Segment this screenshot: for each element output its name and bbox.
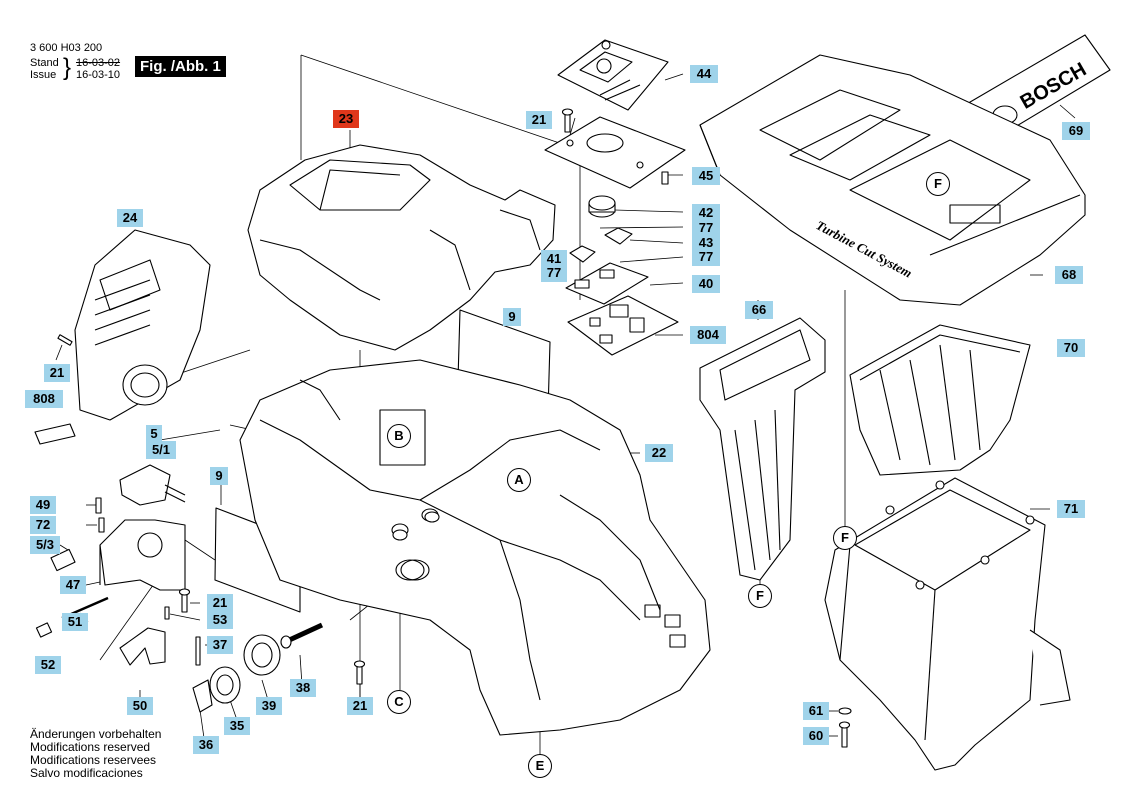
callout-e: E [528, 754, 552, 778]
part-label-9[interactable]: 9 [503, 308, 521, 326]
callout-f: F [926, 172, 950, 196]
part-label-72[interactable]: 72 [30, 516, 56, 534]
part-label-43[interactable]: 43 [692, 234, 720, 252]
part-808-pad [34, 423, 76, 445]
part-label-5-3[interactable]: 5/3 [30, 536, 60, 554]
part-label-51[interactable]: 51 [62, 613, 88, 631]
part-label-42[interactable]: 42 [692, 204, 720, 222]
part-label-52[interactable]: 52 [35, 656, 61, 674]
part-label-39[interactable]: 39 [256, 697, 282, 715]
part-label-66[interactable]: 66 [745, 301, 773, 319]
issue-label: Issue [30, 69, 57, 81]
footer-line-de: Änderungen vorbehalten [30, 727, 162, 741]
stand-date: 16-03-02 [76, 57, 121, 69]
part-label-47[interactable]: 47 [60, 576, 86, 594]
part-label-21[interactable]: 21 [526, 111, 552, 129]
part-label-53[interactable]: 53 [207, 611, 233, 629]
brace-icon: } [63, 54, 72, 81]
part-45-plate [544, 116, 686, 189]
part-5-switch [119, 464, 186, 506]
part-label-40[interactable]: 40 [692, 275, 720, 293]
part-44-cover-plate [557, 39, 669, 111]
part-label-35[interactable]: 35 [224, 717, 250, 735]
part-label-21[interactable]: 21 [347, 697, 373, 715]
callout-b: B [387, 424, 411, 448]
footer-line-en: Modifications reserved [30, 740, 151, 754]
part-bushings [392, 511, 440, 581]
part-label-71[interactable]: 71 [1057, 500, 1085, 518]
part-21-screw-bottom [353, 660, 366, 685]
part-label-37[interactable]: 37 [207, 636, 233, 654]
part-36-clip [192, 679, 213, 713]
part-53-pin [164, 606, 170, 620]
part-61-washer [838, 707, 852, 715]
part-label-49[interactable]: 49 [30, 496, 56, 514]
part-24-side-cover [74, 229, 211, 421]
part-label-21[interactable]: 21 [207, 594, 233, 612]
part-66-handle [699, 317, 826, 581]
part-70-basket [849, 324, 1031, 476]
part-39-wheel [243, 634, 281, 676]
part-41-cap [569, 245, 596, 263]
part-49-pin [95, 497, 102, 514]
footer-line-fr: Modifications reservees [30, 753, 157, 767]
part-label-38[interactable]: 38 [290, 679, 316, 697]
callout-f: F [748, 584, 772, 608]
part-label-61[interactable]: 61 [803, 702, 829, 720]
part-number: 3 600 H03 200 [30, 42, 103, 54]
callout-a: A [507, 468, 531, 492]
part-21-screw-top [561, 108, 574, 133]
part-50-bracket [119, 627, 166, 666]
part-label-36[interactable]: 36 [193, 736, 219, 754]
part-label-77[interactable]: 77 [692, 219, 720, 237]
part-label-23[interactable]: 23 [333, 110, 359, 128]
part-21-screw-left [57, 334, 73, 346]
callout-c: C [387, 690, 411, 714]
part-label-69[interactable]: 69 [1062, 122, 1090, 140]
part-label-77[interactable]: 77 [541, 264, 567, 282]
part-72-pin [98, 517, 105, 533]
footer-notes: Änderungen vorbehalten Modifications res… [30, 728, 161, 780]
part-42-knob [588, 195, 616, 218]
callout-f: F [833, 526, 857, 550]
part-label-60[interactable]: 60 [803, 727, 829, 745]
part-label-44[interactable]: 44 [690, 65, 718, 83]
part-71-frame [824, 477, 1071, 771]
part-label-68[interactable]: 68 [1055, 266, 1083, 284]
part-label-5[interactable]: 5 [146, 425, 162, 443]
part-60-screw [838, 721, 851, 748]
part-label-22[interactable]: 22 [645, 444, 673, 462]
part-37-pin [195, 636, 201, 666]
part-40-switch-module [565, 262, 649, 305]
part-label-21[interactable]: 21 [44, 364, 70, 382]
part-label-24[interactable]: 24 [117, 209, 143, 227]
part-68-top-cover [699, 54, 1086, 306]
part-38-bolt [280, 622, 324, 649]
part-label-808[interactable]: 808 [25, 390, 63, 408]
part-22-main-housing [239, 359, 711, 736]
part-label-50[interactable]: 50 [127, 697, 153, 715]
part-804-circuit-board [567, 295, 679, 356]
part-label-804[interactable]: 804 [690, 326, 726, 344]
part-label-5-1[interactable]: 5/1 [146, 441, 176, 459]
issue-date: 16-03-10 [76, 69, 121, 81]
part-23-upper-housing [247, 144, 556, 351]
part-52-spring [35, 622, 53, 638]
part-label-77[interactable]: 77 [692, 248, 720, 266]
part-35-gear [209, 666, 241, 704]
part-47-holder [99, 519, 186, 591]
part-label-9[interactable]: 9 [210, 467, 228, 485]
part-43-cap [604, 227, 633, 245]
part-label-45[interactable]: 45 [692, 167, 720, 185]
stand-label: Stand [30, 57, 59, 69]
part-label-41[interactable]: 41 [541, 250, 567, 268]
part-21-screw-mid [178, 588, 191, 613]
part-label-70[interactable]: 70 [1057, 339, 1085, 357]
footer-line-es: Salvo modificaciones [30, 766, 143, 780]
figure-label: Fig. /Abb. 1 [135, 56, 226, 77]
part-5-3-part [50, 548, 76, 572]
